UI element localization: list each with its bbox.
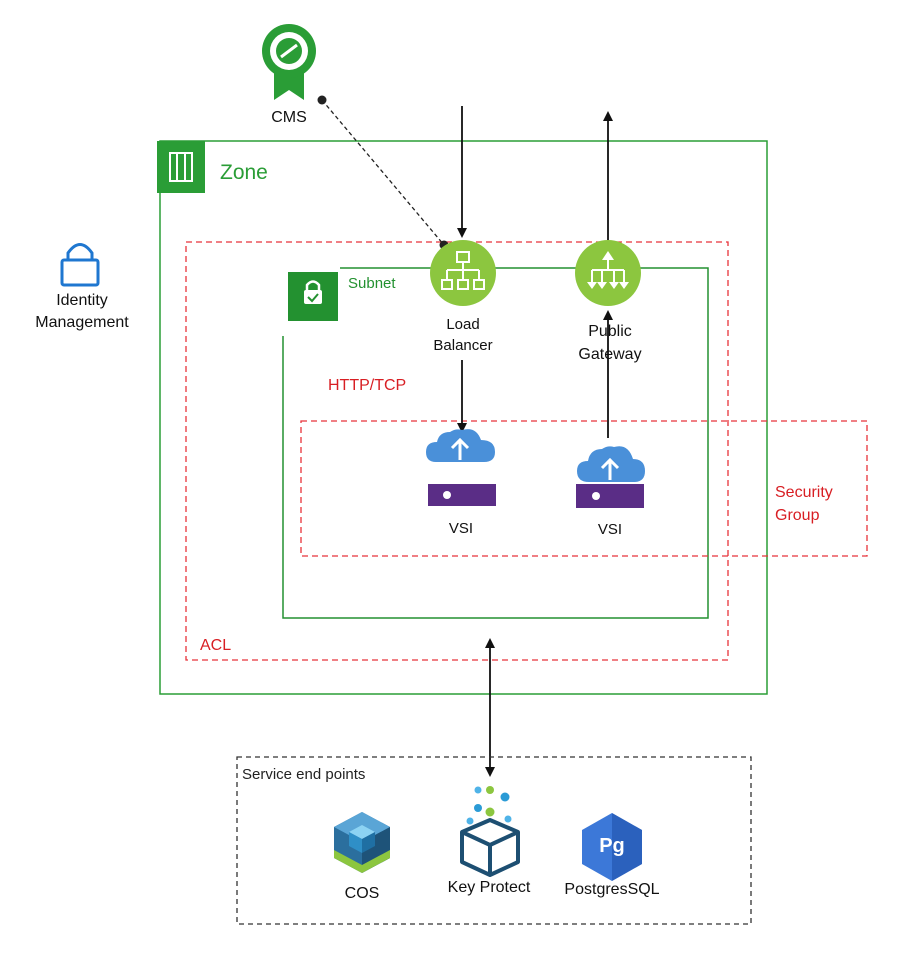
- zone-boundary: [159, 140, 768, 695]
- vsi-right-icon: [576, 446, 645, 508]
- postgres-label: PostgresSQL: [564, 881, 659, 898]
- vsi-right-label: VSI: [598, 521, 622, 538]
- vsi-left-label: VSI: [449, 520, 473, 537]
- service-endpoints-boundary: [236, 756, 752, 925]
- security-group-boundary: [300, 420, 868, 557]
- subnet-lock-icon: [288, 272, 338, 321]
- identity-label-line1: Identity: [56, 292, 108, 309]
- http-tcp-label: HTTP/TCP: [328, 377, 406, 394]
- cos-label: COS: [345, 885, 380, 902]
- subnet-boundary: [282, 267, 709, 619]
- postgres-hexagon-icon: Pg: [582, 813, 642, 881]
- vsi-left-icon: [426, 429, 496, 506]
- certificate-badge-icon: [262, 24, 316, 100]
- cms-label: CMS: [271, 109, 307, 126]
- service-endpoints-label: Service end points: [242, 766, 365, 783]
- load-balancer-label-line2: Balancer: [433, 337, 492, 354]
- pg-icon-text: Pg: [599, 835, 625, 857]
- subnet-label: Subnet: [348, 275, 396, 292]
- acl-label: ACL: [200, 637, 231, 654]
- cms-connector: [321, 99, 445, 246]
- public-gateway-icon: [575, 240, 641, 306]
- object-storage-cube-icon: [334, 812, 390, 873]
- key-protect-label: Key Protect: [448, 879, 531, 896]
- security-group-label-line1: Security: [775, 484, 833, 501]
- zone-building-icon: [157, 141, 205, 193]
- public-gateway-label-line1: Public: [588, 323, 632, 340]
- key-protect-icon: [460, 786, 520, 877]
- identity-label-line2: Management: [35, 314, 129, 331]
- security-group-label-line2: Group: [775, 507, 820, 524]
- load-balancer-label-line1: Load: [446, 316, 479, 333]
- cms-connector-start-dot: [317, 95, 327, 105]
- load-balancer-icon: [430, 240, 496, 306]
- public-gateway-label-line2: Gateway: [578, 346, 641, 363]
- lock-icon: [60, 243, 100, 287]
- zone-label: Zone: [220, 161, 268, 184]
